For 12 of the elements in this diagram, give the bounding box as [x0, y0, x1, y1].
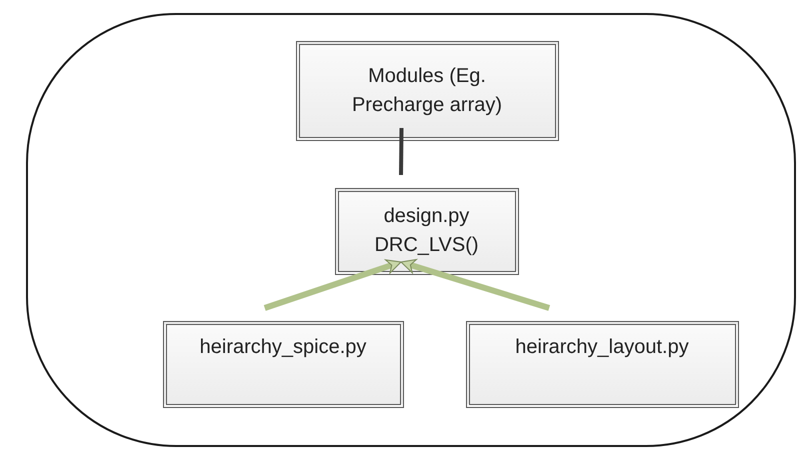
- rounded-frame: [26, 13, 796, 447]
- process-box: [334, 188, 518, 274]
- process-box: [162, 320, 404, 408]
- box-label: heirarchy_layout.py: [515, 334, 689, 360]
- box-label: Modules (Eg. Precharge array): [350, 64, 504, 118]
- connector-line: [399, 128, 404, 176]
- process-box: [466, 320, 738, 408]
- box-label: heirarchy_spice.py: [200, 334, 366, 360]
- arrow: [400, 258, 550, 311]
- box-label: design.py DRC_LVS(): [373, 204, 480, 258]
- arrow: [264, 259, 402, 311]
- process-box: [296, 40, 558, 140]
